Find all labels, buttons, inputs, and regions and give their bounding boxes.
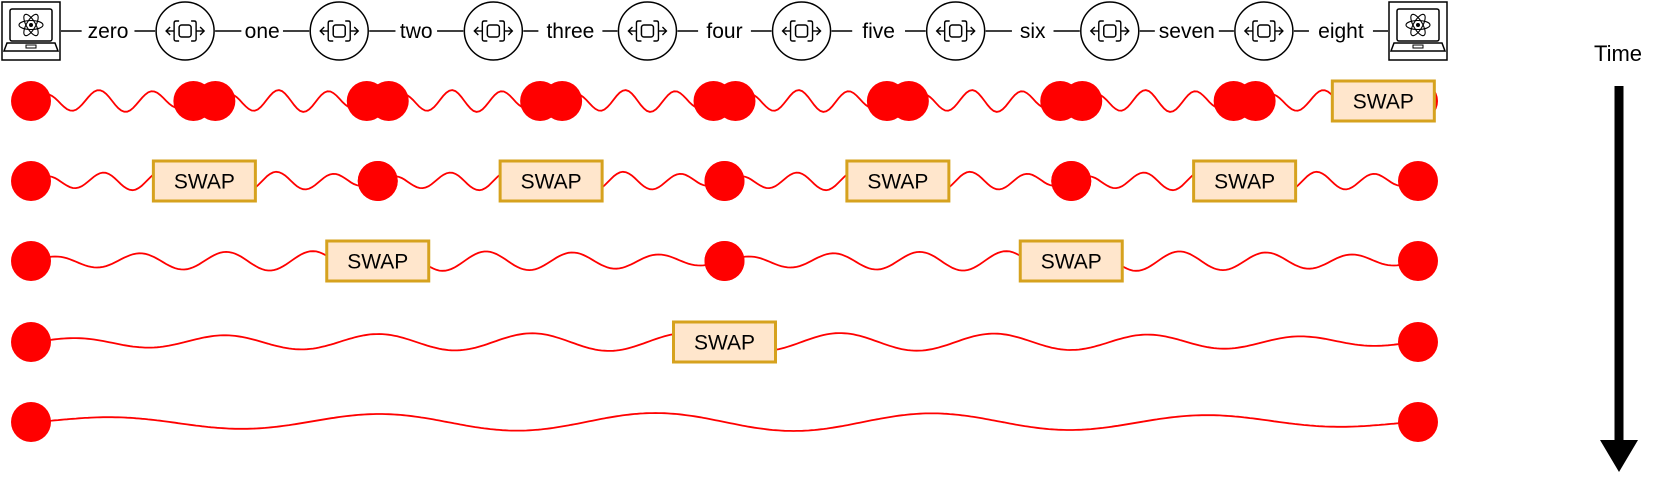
node-label-zero: zero <box>88 20 129 43</box>
swap-box: SWAP <box>151 159 257 203</box>
qubit-dot <box>11 161 51 201</box>
quantum-repeater-icon <box>463 1 524 61</box>
quantum-repeater-icon <box>925 1 986 61</box>
qubit-dot <box>1398 322 1438 362</box>
quantum-repeater-icon <box>155 1 215 61</box>
qubit-dot <box>1062 81 1103 121</box>
swap-rounds: SWAP SWAP SWAP SWAP SWAP SWAP SWAP SWAP <box>11 79 1438 442</box>
round-5 <box>11 402 1438 442</box>
qubit-dot <box>715 81 756 121</box>
round-1: SWAP <box>11 79 1438 123</box>
swap-box: SWAP <box>1192 159 1298 203</box>
qubit-dot <box>1398 241 1438 281</box>
qubit-dot <box>1051 161 1092 201</box>
swap-label: SWAP <box>867 171 928 194</box>
round-2: SWAP SWAP SWAP SWAP <box>11 159 1438 203</box>
node-label-six: six <box>1020 20 1046 43</box>
qubit-dot <box>11 402 51 442</box>
quantum-repeater-icon <box>771 1 832 61</box>
qubit-dot <box>11 241 51 281</box>
qubit-dot <box>888 81 929 121</box>
time-arrow-head <box>1600 440 1638 472</box>
swap-label: SWAP <box>521 171 582 194</box>
quantum-repeater-icon <box>1234 1 1294 61</box>
qubit-dot <box>11 322 51 362</box>
entanglement-link <box>214 89 368 113</box>
swap-box: SWAP <box>1330 79 1436 123</box>
qubit-dot <box>1398 402 1438 442</box>
swap-label: SWAP <box>1041 251 1102 274</box>
round-4: SWAP <box>11 320 1438 364</box>
swap-box: SWAP <box>672 320 777 364</box>
node-label-five: five <box>862 20 895 43</box>
qubit-dot <box>368 81 409 121</box>
entanglement-link <box>561 89 714 113</box>
swap-box: SWAP <box>498 159 604 203</box>
qubit-dot <box>704 161 745 201</box>
node-label-eight: eight <box>1318 20 1364 43</box>
swap-label: SWAP <box>174 171 235 194</box>
qubit-dot <box>357 161 398 201</box>
node-label-seven: seven <box>1159 20 1215 43</box>
swap-label: SWAP <box>1214 171 1275 194</box>
node-label-two: two <box>400 20 433 43</box>
swap-label: SWAP <box>347 251 408 274</box>
entanglement-link <box>735 89 888 113</box>
time-axis: Time <box>1594 41 1642 472</box>
entanglement-link <box>30 89 194 113</box>
swap-box: SWAP <box>845 159 951 203</box>
entanglement-link <box>388 89 541 113</box>
qubit-dot <box>195 81 236 121</box>
swap-label: SWAP <box>1353 91 1414 114</box>
quantum-repeater-icon <box>1080 1 1140 61</box>
repeater-chain: zero one two three four five six seven eight <box>1 1 1448 61</box>
qubit-dot <box>1398 161 1438 201</box>
qubit-dot <box>11 81 51 121</box>
qubit-dot <box>704 241 745 281</box>
swap-box: SWAP <box>1018 239 1124 283</box>
node-label-four: four <box>706 20 742 43</box>
time-label: Time <box>1594 41 1642 66</box>
swap-box: SWAP <box>325 239 431 283</box>
round-3: SWAP SWAP <box>11 239 1438 283</box>
swap-label: SWAP <box>694 332 755 355</box>
entanglement-link <box>1081 89 1235 113</box>
entanglement-link <box>30 412 1419 432</box>
qubit-dot <box>542 81 583 121</box>
quantum-repeater-icon <box>309 1 369 61</box>
end-node-laptop-left-icon <box>1 1 61 61</box>
quantum-repeater-icon <box>617 1 678 61</box>
node-label-one: one <box>245 20 280 43</box>
qubit-dot <box>1235 81 1276 121</box>
node-label-three: three <box>546 20 594 43</box>
entanglement-link <box>908 89 1061 113</box>
end-node-laptop-right-icon <box>1388 1 1448 61</box>
